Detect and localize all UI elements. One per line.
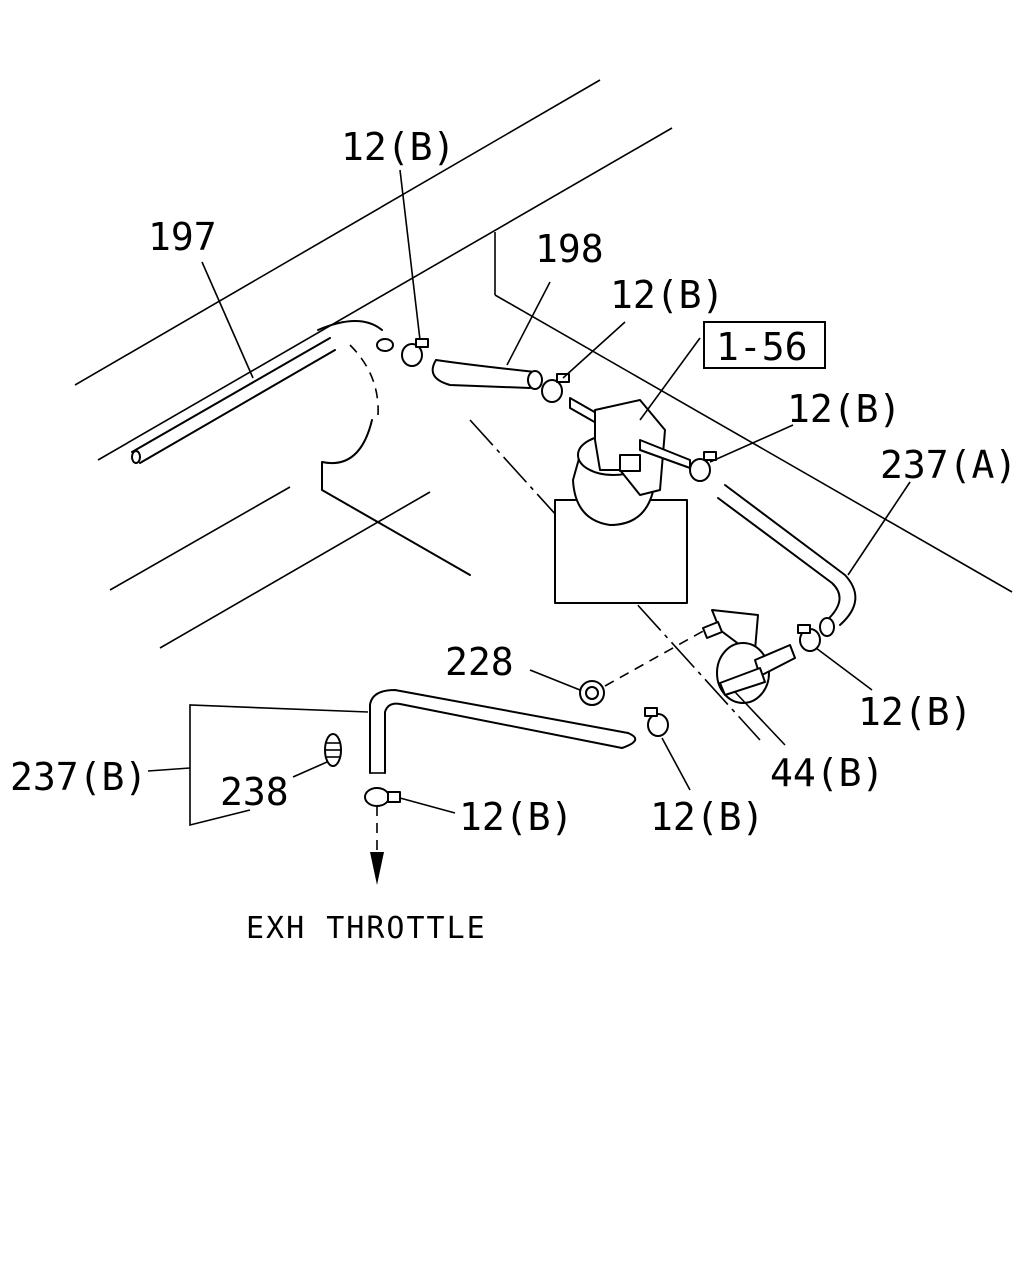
clamp-lower-right-icon [797,624,821,652]
tank-body [317,320,471,576]
label-bolt-228: 228 [445,640,514,684]
fitting-44b [702,609,796,704]
ref-box-frame [703,321,826,369]
label-clamp-lower-right: 12(B) [858,690,972,734]
label-clamp-bottom: 12(B) [459,795,573,839]
hose-237a [717,484,857,637]
label-hose-237b: 237(B) [10,755,147,799]
caption-exh-throttle: EXH THROTTLE [246,911,487,946]
bracket-237b [189,704,369,827]
clamp-bottom-icon [364,787,401,807]
label-pipe-197: 197 [148,215,217,259]
label-clamp-top: 12(B) [341,125,455,169]
label-grommet-238: 238 [220,770,289,814]
clamp-mid-icon [541,373,570,403]
clamp-bottom-mid-icon [644,707,669,737]
label-clamp-bottom-mid: 12(B) [650,795,764,839]
pipe-197 [131,337,336,464]
label-ref-box: 1-56 [716,325,808,369]
grommet-238-icon [324,733,342,767]
leader-lines [147,169,911,814]
label-clamp-right: 12(B) [787,387,901,431]
hose-237b [369,689,637,774]
arrow-down-icon [370,806,384,885]
label-clamp-mid: 12(B) [610,273,724,317]
vacuum-switching-valve [554,397,691,604]
hose-198 [431,359,543,390]
label-hose-237a: 237(A) [880,443,1017,487]
label-hose-198: 198 [535,227,604,271]
clamp-right-icon [689,451,717,482]
bolt-228-icon [579,629,706,706]
label-fitting-44b: 44(B) [770,751,884,795]
clamp-top-icon [401,338,429,367]
